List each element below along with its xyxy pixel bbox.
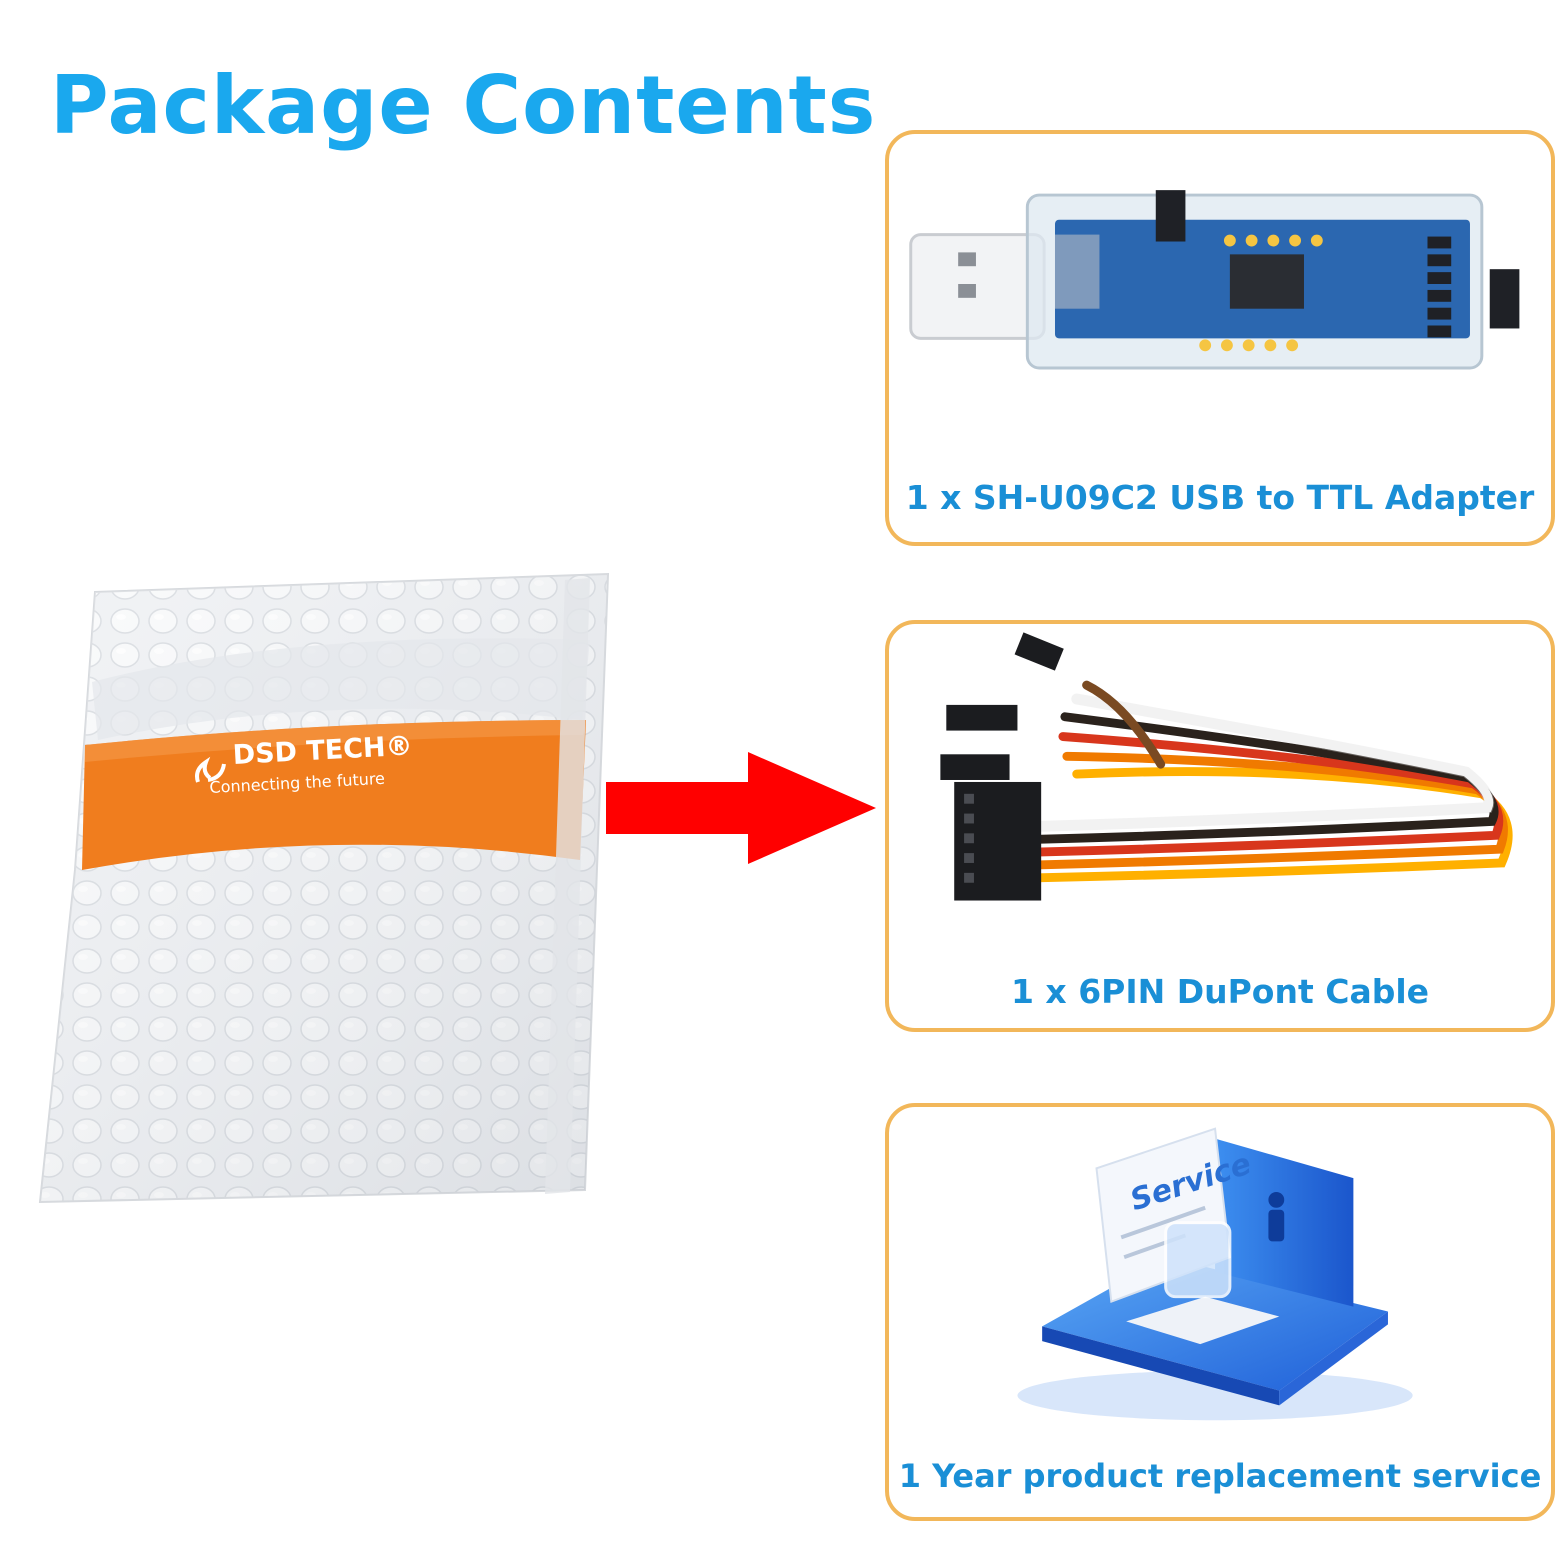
page-title: Package Contents: [50, 59, 877, 152]
item-card-usb-adapter: 1 x SH-U09C2 USB to TTL Adapter: [885, 130, 1555, 546]
item-card-dupont-cable: 1 x 6PIN DuPont Cable: [885, 620, 1555, 1032]
item-caption: 1 Year product replacement service: [898, 1457, 1542, 1495]
item-card-service: 1 Year product replacement service: [885, 1103, 1555, 1521]
service-icon: [889, 1107, 1551, 1437]
dupont-cable-icon: [889, 624, 1551, 934]
item-caption: 1 x SH-U09C2 USB to TTL Adapter: [905, 478, 1535, 517]
item-caption: 1 x 6PIN DuPont Cable: [1010, 972, 1430, 1011]
red-arrow-icon: [606, 752, 876, 867]
usb-adapter-icon: [889, 134, 1551, 434]
bubble-mailer-bag-image: [30, 570, 620, 1230]
dsd-tech-logo-icon: [195, 756, 226, 783]
